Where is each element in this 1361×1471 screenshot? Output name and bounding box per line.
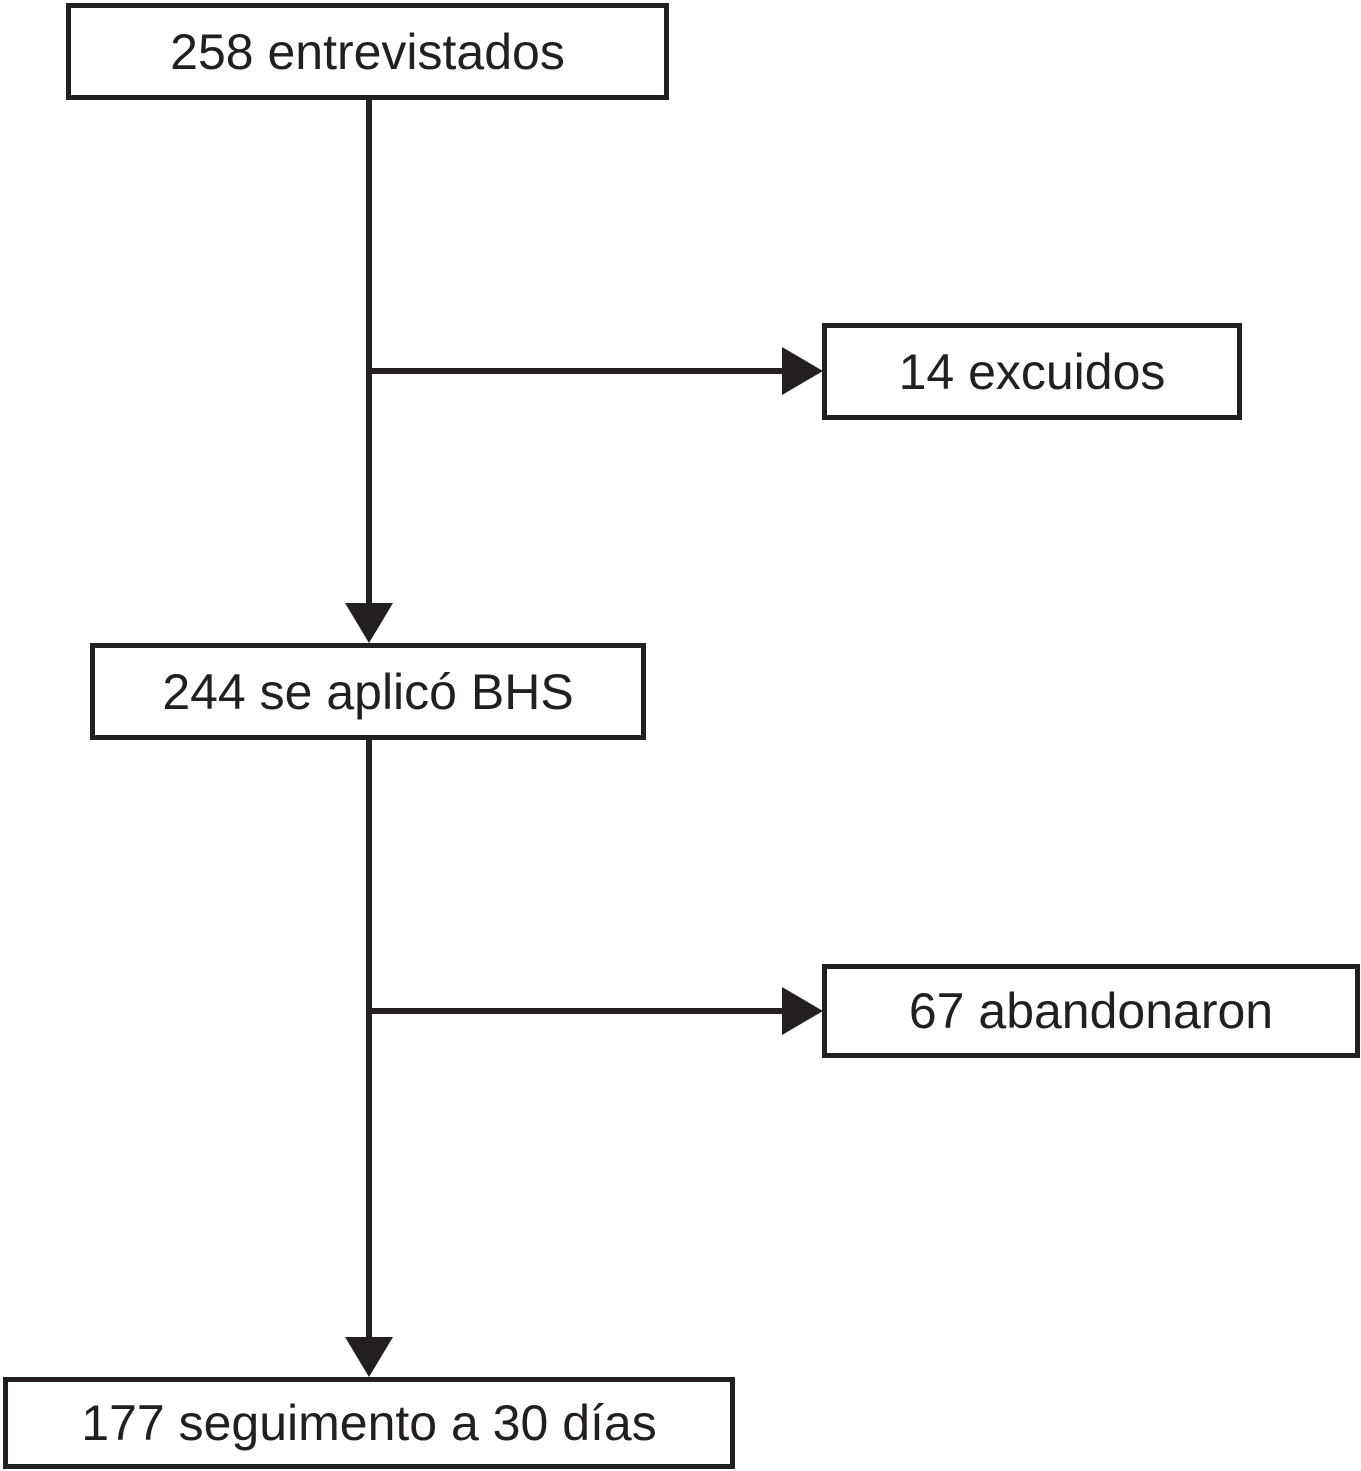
node-dropped-out-label: 67 abandonaron (908, 983, 1274, 1039)
node-excluded-label: 14 excuidos (898, 343, 1166, 400)
node-interviewed: 258 entrevistados (66, 3, 669, 100)
arrowhead-to-bhs (345, 603, 393, 643)
node-dropped-out: 67 abandonaron (822, 964, 1360, 1058)
node-bhs-applied: 244 se aplicó BHS (90, 643, 646, 740)
node-bhs-applied-label: 244 se aplicó BHS (162, 663, 574, 720)
arrowhead-to-excluded (782, 347, 823, 395)
node-excluded: 14 excuidos (822, 323, 1242, 420)
node-interviewed-label: 258 entrevistados (170, 23, 565, 80)
arrowhead-to-dropped (782, 987, 823, 1035)
arrowhead-to-followup (345, 1337, 393, 1377)
node-follow-up: 177 seguimento a 30 días (3, 1377, 735, 1469)
node-follow-up-label: 177 seguimento a 30 días (81, 1395, 657, 1451)
